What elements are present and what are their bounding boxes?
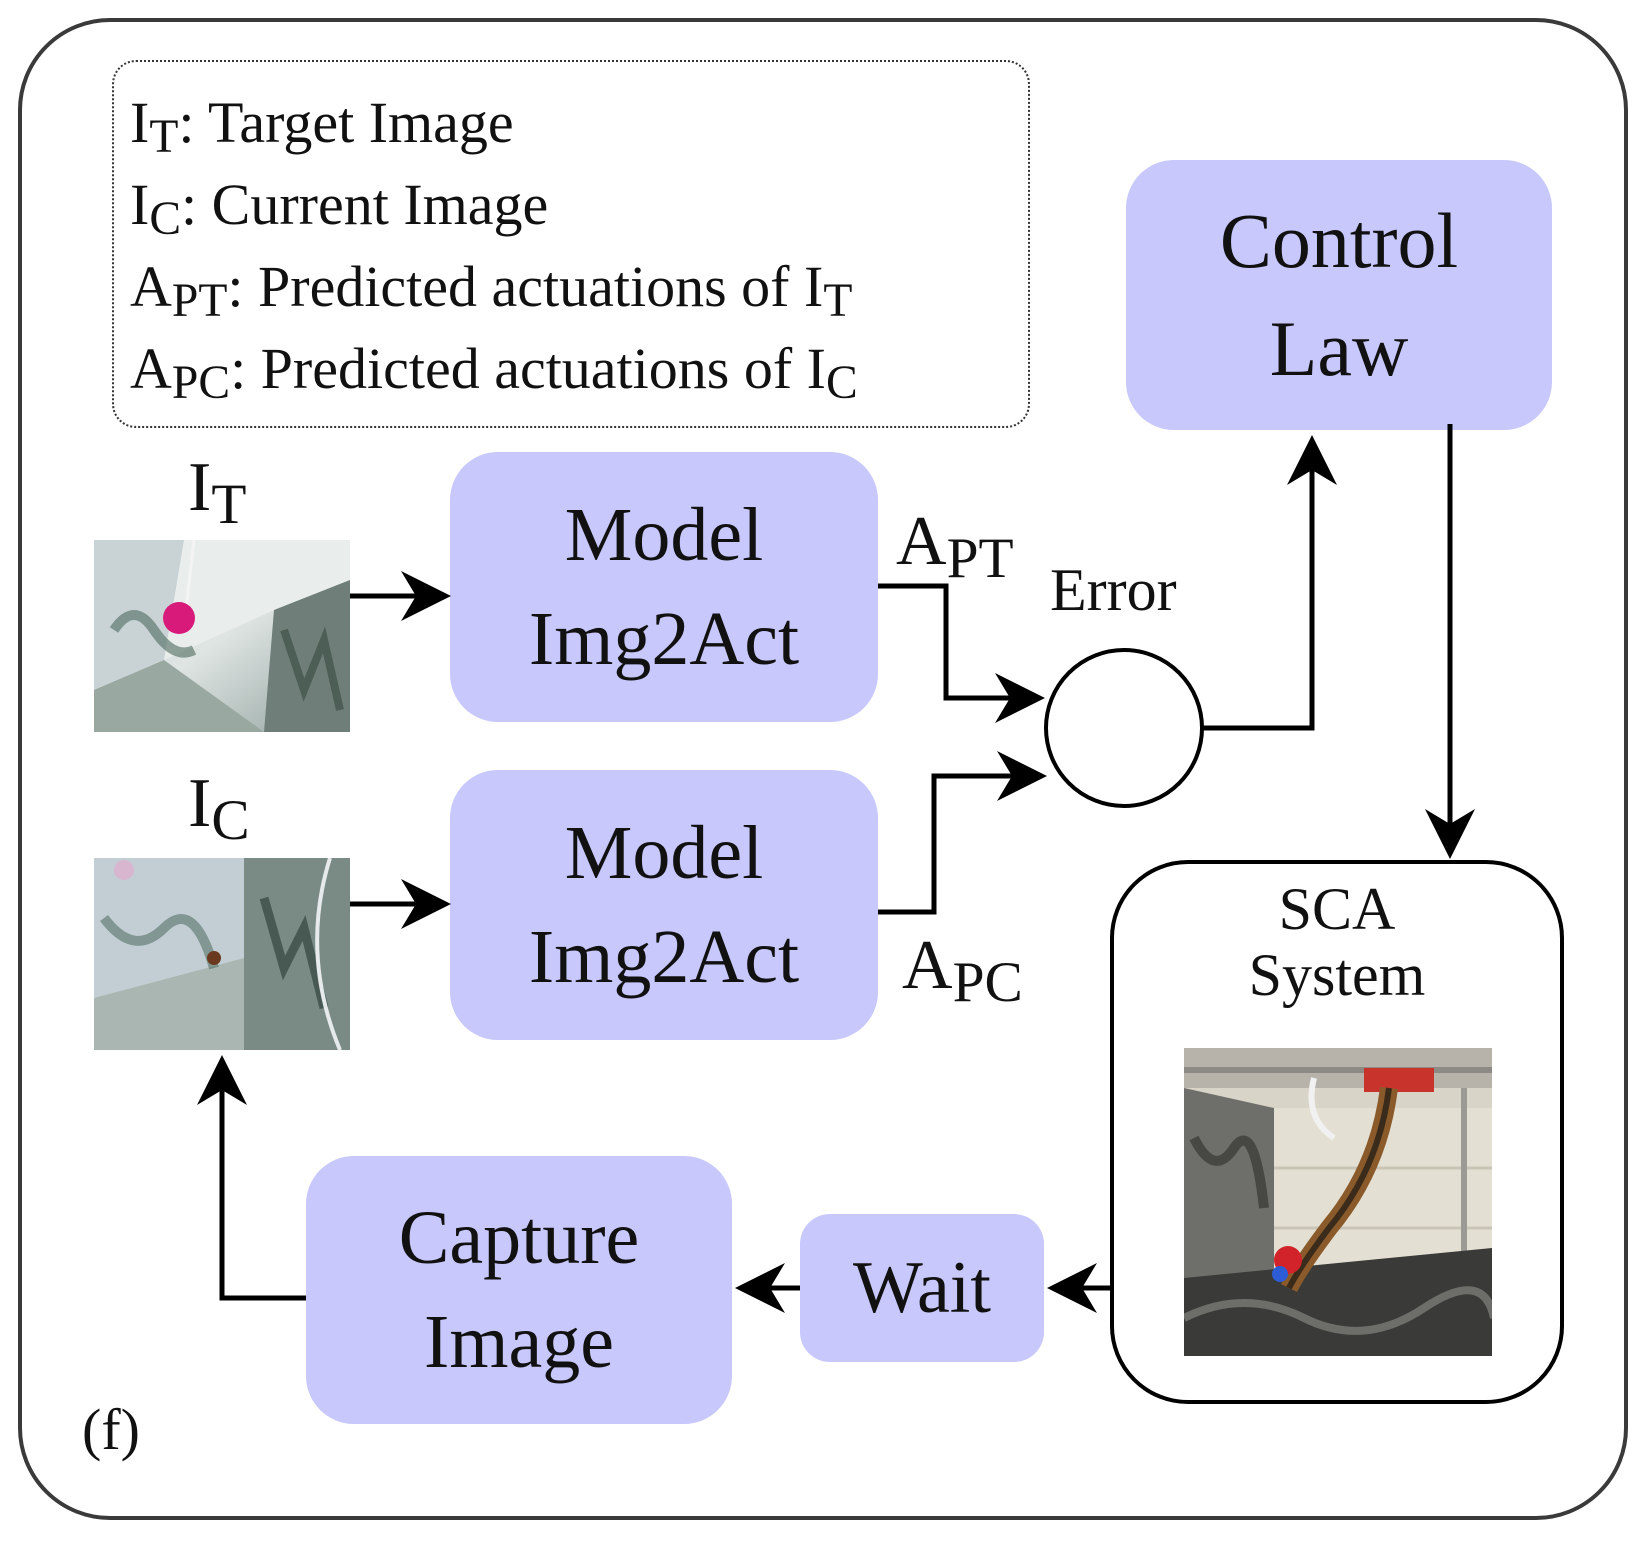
box-text: System [1248,942,1426,1008]
legend-symbol: I [806,336,826,401]
label-symbol: A [896,503,947,580]
panel-label: (f) [82,1397,140,1462]
legend-symbol: A [130,254,172,319]
label-symbol: A [902,927,953,1004]
target-marker-icon [163,602,195,634]
box-text: Image [424,1300,614,1384]
legend-text: : Predicted actuations of [227,254,804,319]
box-text: Model [564,493,764,577]
target-image-label: IT [188,448,246,536]
legend-subscript: PC [171,357,231,410]
legend-subscript: T [149,111,179,164]
camera-photo-target-icon [94,540,350,732]
box-text: Law [1269,305,1409,392]
label-subscript: T [211,472,247,536]
box-text: Img2Act [528,915,800,999]
capture-image-box: Capture Image [306,1156,732,1424]
model-img2act-box-bottom: Model Img2Act [450,770,878,1040]
sum-junction [1044,648,1204,808]
wait-box: Wait [800,1214,1044,1362]
target-image-photo [94,540,350,732]
box-text: Model [564,811,764,895]
label-subscript: PT [946,526,1014,590]
current-image-label: IC [188,764,250,852]
box-text: SCA [1278,876,1396,942]
arrow-apt-to-sum [878,583,1045,723]
legend-text: : Current Image [181,172,549,237]
model-img2act-box-top: Model Img2Act [450,452,878,722]
legend-symbol: I [130,172,150,237]
legend-box: IT: Target Image IC: Current Image APT: … [112,60,1030,428]
label-subscript: C [211,788,250,852]
legend-text: : Predicted actuations of [230,336,807,401]
box-text: Img2Act [528,597,800,681]
sca-system-title: SCA System [1114,876,1560,1008]
legend-line-apt: APT: Predicted actuations of IT [130,248,1028,330]
legend-subscript: PT [171,275,228,328]
arrow-error-to-control [1202,435,1337,731]
legend-line-target: IT: Target Image [130,84,1028,166]
control-law-box: Control Law [1126,160,1552,430]
legend-subscript: T [823,275,853,328]
sca-system-photo [1184,1048,1492,1356]
apc-label: APC [902,926,1023,1014]
legend-line-apc: APC: Predicted actuations of IC [130,330,1028,412]
box-text: Capture [398,1196,640,1280]
label-subscript: PC [952,950,1023,1014]
label-symbol: I [188,449,212,526]
current-image-photo [94,858,350,1050]
legend-symbol: I [804,254,824,319]
legend-symbol: A [130,336,172,401]
outer-frame [18,18,1628,1520]
arrow-capture-to-ic [197,1055,306,1301]
arrow-apc-to-sum [878,751,1047,915]
legend-line-current: IC: Current Image [130,166,1028,248]
label-symbol: I [188,765,212,842]
legend-symbol: I [130,90,150,155]
legend-text: : Target Image [178,90,514,155]
apt-label: APT [896,502,1014,590]
legend-subscript: C [826,357,858,410]
robot-photo-icon [1184,1048,1492,1356]
camera-photo-current-icon [94,858,350,1050]
sca-system-box: SCA System [1110,860,1564,1404]
box-text: Control [1219,197,1459,284]
box-text: Wait [853,1246,991,1329]
legend-subscript: C [149,193,182,246]
error-label: Error [1050,557,1177,623]
